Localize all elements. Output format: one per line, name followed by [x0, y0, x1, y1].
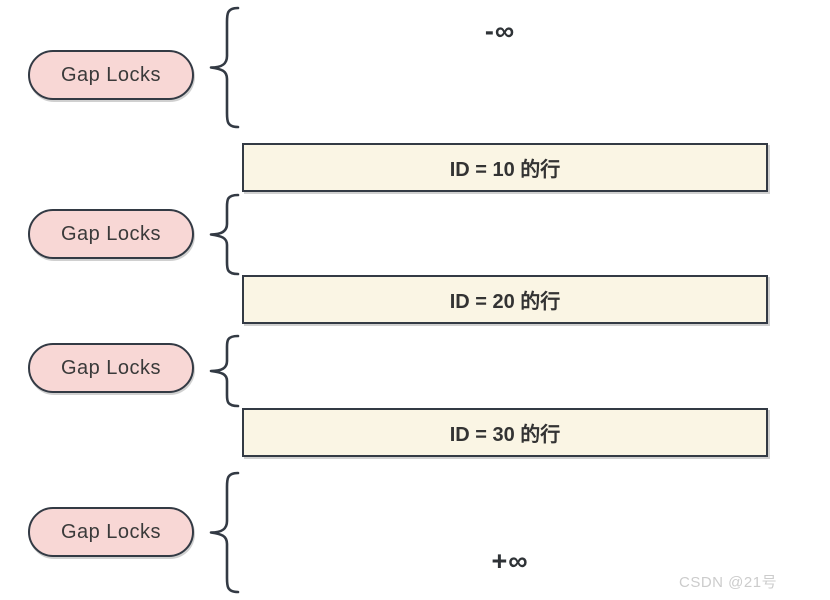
gap-locks-pill-1-label: Gap Locks — [60, 63, 162, 86]
negative-infinity-label: -∞ — [484, 16, 516, 46]
curly-brace-gap-3 — [209, 334, 240, 408]
gap-locks-pill-2-label: Gap Locks — [60, 222, 162, 245]
gap-locks-pill-2: Gap Locks — [28, 209, 194, 259]
row-box-id-30: ID = 30 的行 — [242, 408, 768, 457]
curly-brace-gap-1 — [209, 6, 240, 129]
gap-locks-pill-1: Gap Locks — [28, 50, 194, 100]
positive-infinity-label: +∞ — [491, 546, 529, 576]
row-box-id-20-label: ID = 20 的行 — [449, 291, 561, 313]
gap-locks-pill-4: Gap Locks — [28, 507, 194, 557]
curly-brace-gap-2 — [209, 193, 240, 276]
gap-locks-pill-3: Gap Locks — [28, 343, 194, 393]
row-box-id-10-label: ID = 10 的行 — [449, 159, 561, 181]
gap-locks-pill-3-label: Gap Locks — [60, 356, 162, 379]
row-box-id-20: ID = 20 的行 — [242, 275, 768, 324]
watermark: CSDN @21号 — [679, 574, 778, 591]
row-box-id-30-label: ID = 30 的行 — [449, 424, 561, 446]
row-box-id-10: ID = 10 的行 — [242, 143, 768, 192]
gap-locks-pill-4-label: Gap Locks — [60, 520, 162, 543]
curly-brace-gap-4 — [209, 471, 240, 594]
